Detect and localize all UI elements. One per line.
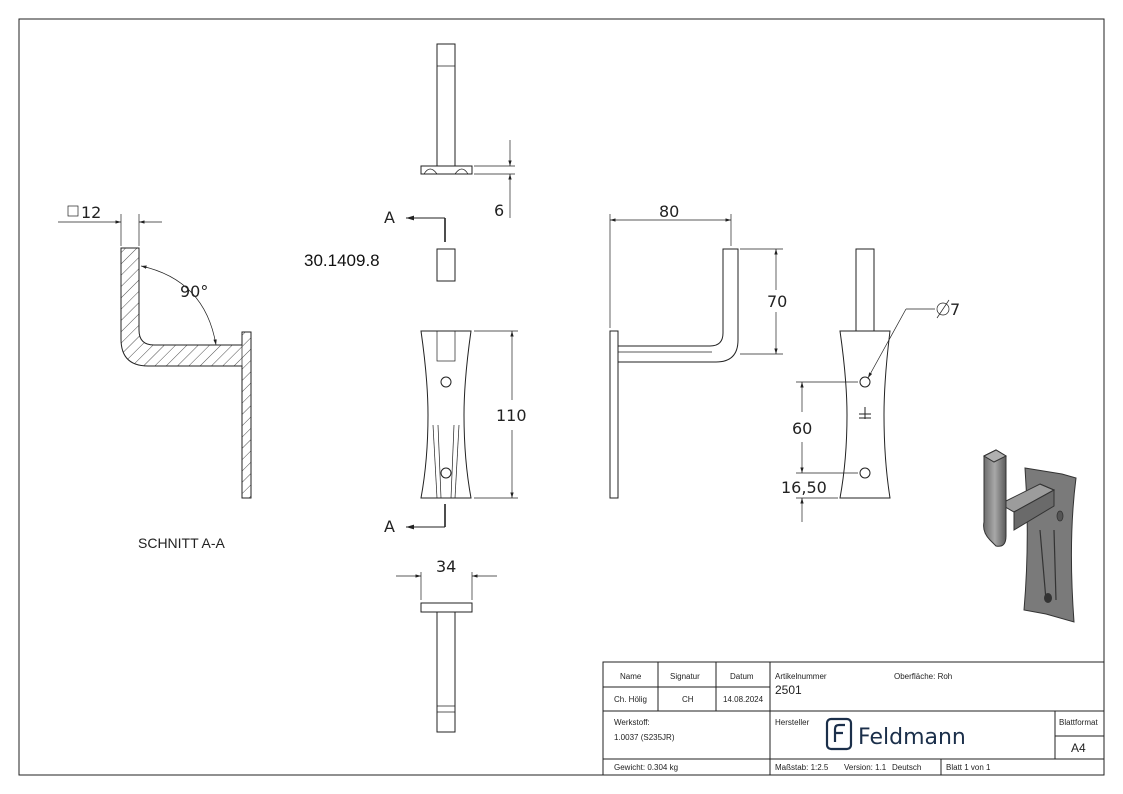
section-hatched-profile [120,247,252,499]
sheet-border [18,18,1105,776]
square-symbol-icon [67,205,79,217]
header-signatur: Signatur [670,672,700,681]
bottom-view: 34 [396,557,497,733]
value-sprache: Deutsch [892,763,921,772]
header-name: Name [620,672,642,681]
isometric-view [982,449,1077,623]
part-number-label: 30.1409.8 [304,251,380,270]
dim-height-110: 110 [496,406,527,425]
dim-hole-diameter-7: 7 [950,300,960,319]
rear-view: 7 60 16,50 [781,248,960,522]
value-version: Version: 1.1 [844,763,887,772]
logo-text: Feldmann [858,725,966,750]
diameter-symbol-icon [936,302,950,316]
top-view: 6 [420,43,515,220]
dim-width-80: 80 [659,202,679,221]
header-datum: Datum [730,672,754,681]
section-marker-bottom: A [384,517,395,536]
dim-square-12: 12 [81,203,101,222]
value-artikelnummer: 2501 [775,683,802,697]
header-artikelnummer: Artikelnummer [775,672,827,681]
header-blattformat: Blattformat [1059,718,1098,727]
header-hersteller: Hersteller [775,718,810,727]
section-marker-top: A [384,208,395,227]
value-blattformat: A4 [1071,741,1086,755]
value-werkstoff: 1.0037 (S235JR) [614,733,675,742]
value-gewicht: Gewicht: 0.304 kg [614,763,678,772]
value-signatur: CH [682,695,694,704]
value-datum: 14.08.2024 [723,695,764,704]
front-view: A A 110 [384,208,527,536]
side-view: 80 70 [609,202,787,499]
dim-offset-16-50: 16,50 [781,478,827,497]
header-werkstoff: Werkstoff: [614,718,650,727]
dim-spacing-60: 60 [792,419,812,438]
feldmann-logo-icon [825,717,853,751]
section-view-a-a: 12 90° SCHNITT A-A [58,203,252,551]
dim-width-34: 34 [436,557,456,576]
dim-height-70: 70 [767,292,787,311]
value-blatt: Blatt 1 von 1 [946,763,991,772]
header-oberflaeche: Oberfläche: Roh [894,672,952,681]
value-name: Ch. Hölig [614,695,647,704]
title-block: Name Signatur Datum Artikelnummer Oberfl… [602,661,1105,776]
value-massstab: Maßstab: 1:2.5 [775,763,829,772]
dim-angle-90: 90° [180,282,208,301]
feldmann-logo: Feldmann [825,717,966,751]
dim-thickness-6: 6 [494,201,504,220]
section-label: SCHNITT A-A [138,535,226,551]
